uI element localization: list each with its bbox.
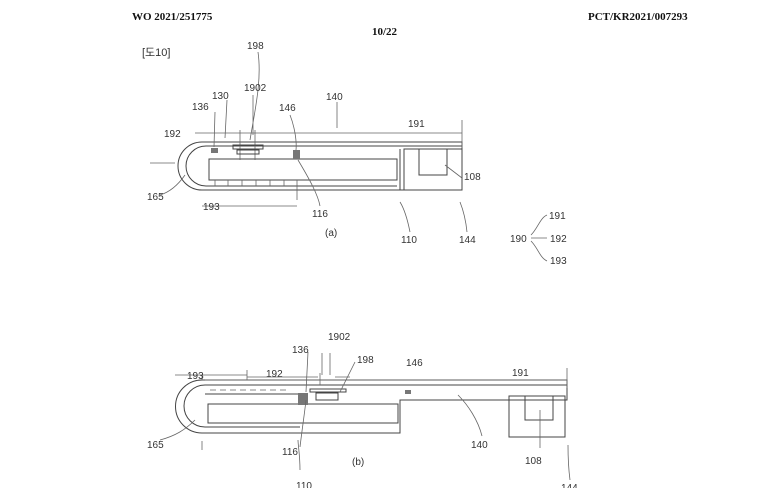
- application-number: PCT/KR2021/007293: [588, 11, 688, 23]
- label-136-b: 136: [292, 345, 309, 356]
- label-165-b: 165: [147, 440, 164, 451]
- label-193-b: 193: [187, 371, 204, 382]
- label-136: 136: [192, 102, 209, 113]
- caption-b: (b): [352, 457, 364, 468]
- label-130: 130: [212, 91, 229, 102]
- label-191: 191: [408, 119, 425, 130]
- caption-a: (a): [325, 228, 337, 239]
- figure-b-drawing: [159, 351, 571, 481]
- label-110-b: 110: [296, 481, 312, 488]
- sensor-146: [293, 150, 300, 159]
- label-165: 165: [147, 192, 164, 203]
- label-1902: 1902: [244, 83, 267, 94]
- label-116-b: 116: [282, 447, 298, 458]
- label-198-b: 198: [357, 355, 374, 366]
- sensor-136-b: [298, 393, 308, 405]
- label-198: 198: [247, 41, 264, 52]
- component-198: [232, 144, 264, 150]
- component-198-b: [309, 388, 347, 393]
- label-116: 116: [312, 209, 328, 220]
- legend-item-193: 193: [550, 256, 567, 267]
- figure-a-drawing: [150, 51, 468, 233]
- label-192: 192: [164, 129, 181, 140]
- label-108: 108: [464, 172, 481, 183]
- legend-group-190: 190: [510, 234, 527, 245]
- label-140: 140: [326, 92, 343, 103]
- label-1902-b: 1902: [328, 332, 351, 343]
- label-110: 110: [401, 235, 417, 246]
- label-193: 193: [203, 202, 220, 213]
- publication-number: WO 2021/251775: [132, 11, 213, 23]
- label-140-b: 140: [471, 440, 488, 451]
- sensor-146-b: [405, 390, 411, 394]
- label-108-b: 108: [525, 456, 542, 467]
- figure-label: [도10]: [142, 47, 170, 59]
- label-191-b: 191: [512, 368, 529, 379]
- legend-brace: [530, 214, 548, 262]
- legend-item-192: 192: [550, 234, 567, 245]
- label-192-b: 192: [266, 369, 283, 380]
- label-146-b: 146: [406, 358, 423, 369]
- label-144-b: 144: [561, 483, 578, 488]
- legend-item-191: 191: [549, 211, 566, 222]
- label-144: 144: [459, 235, 476, 246]
- sensor-136: [211, 148, 218, 153]
- page-number: 10/22: [372, 26, 398, 38]
- label-146: 146: [279, 103, 296, 114]
